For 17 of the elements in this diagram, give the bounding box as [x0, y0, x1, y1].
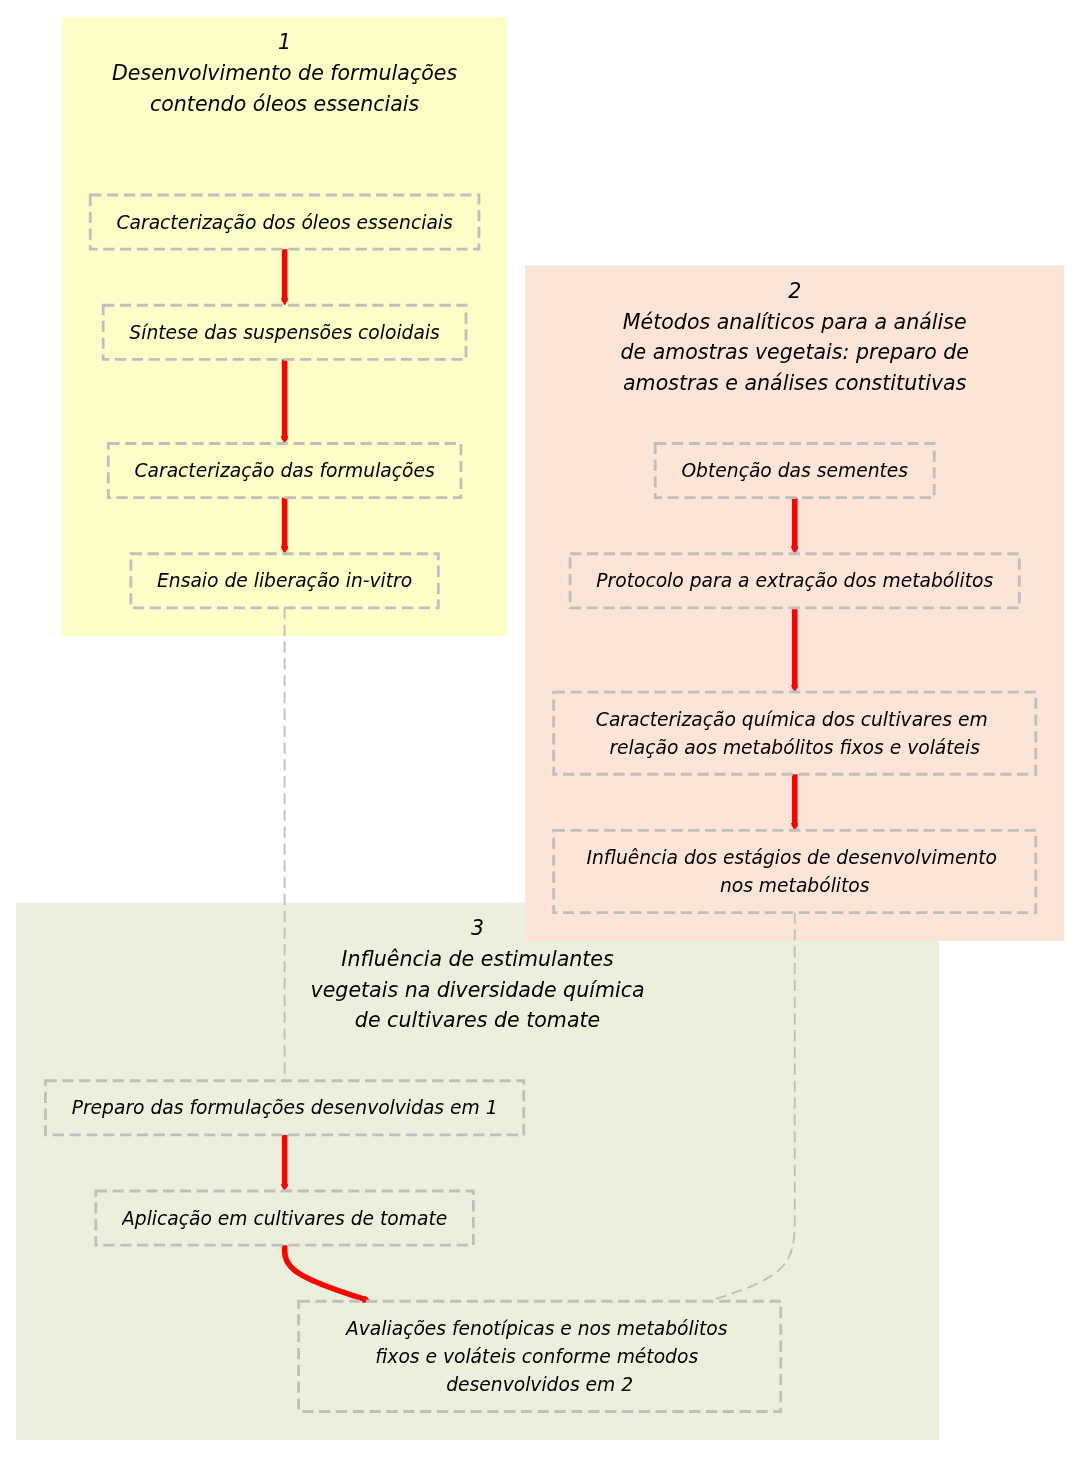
- arrow: [790, 607, 800, 693]
- node-box: Influência dos estágios de desenvolvimento nos metabólitos: [552, 828, 1038, 914]
- node-box: Caracterização das formulações: [107, 442, 463, 500]
- node-box: Síntese das suspensões coloidais: [102, 303, 468, 361]
- node-box: Obtenção das sementes: [654, 442, 936, 500]
- arrow: [280, 249, 290, 306]
- arrow: [790, 774, 800, 831]
- arrow: [280, 497, 290, 555]
- node-box: Caracterização química dos cultivares em relação aos metabólitos fixos e voláteis: [552, 690, 1038, 776]
- arrow: [280, 1134, 290, 1192]
- node-box: Avaliações fenotípicas e nos metabólitos fixos e voláteis conforme métodos desenvolvidos em 2: [297, 1299, 783, 1413]
- node-box: Caracterização dos óleos essenciais: [89, 193, 481, 251]
- node-box: Preparo das formulações desenvolvidas em 1: [44, 1079, 526, 1137]
- node-box: Protocolo para a extração dos metabólitos: [569, 552, 1022, 610]
- arrow: [790, 497, 800, 555]
- arrow: [280, 359, 290, 444]
- node-box: Ensaio de liberação in-vitro: [129, 552, 441, 610]
